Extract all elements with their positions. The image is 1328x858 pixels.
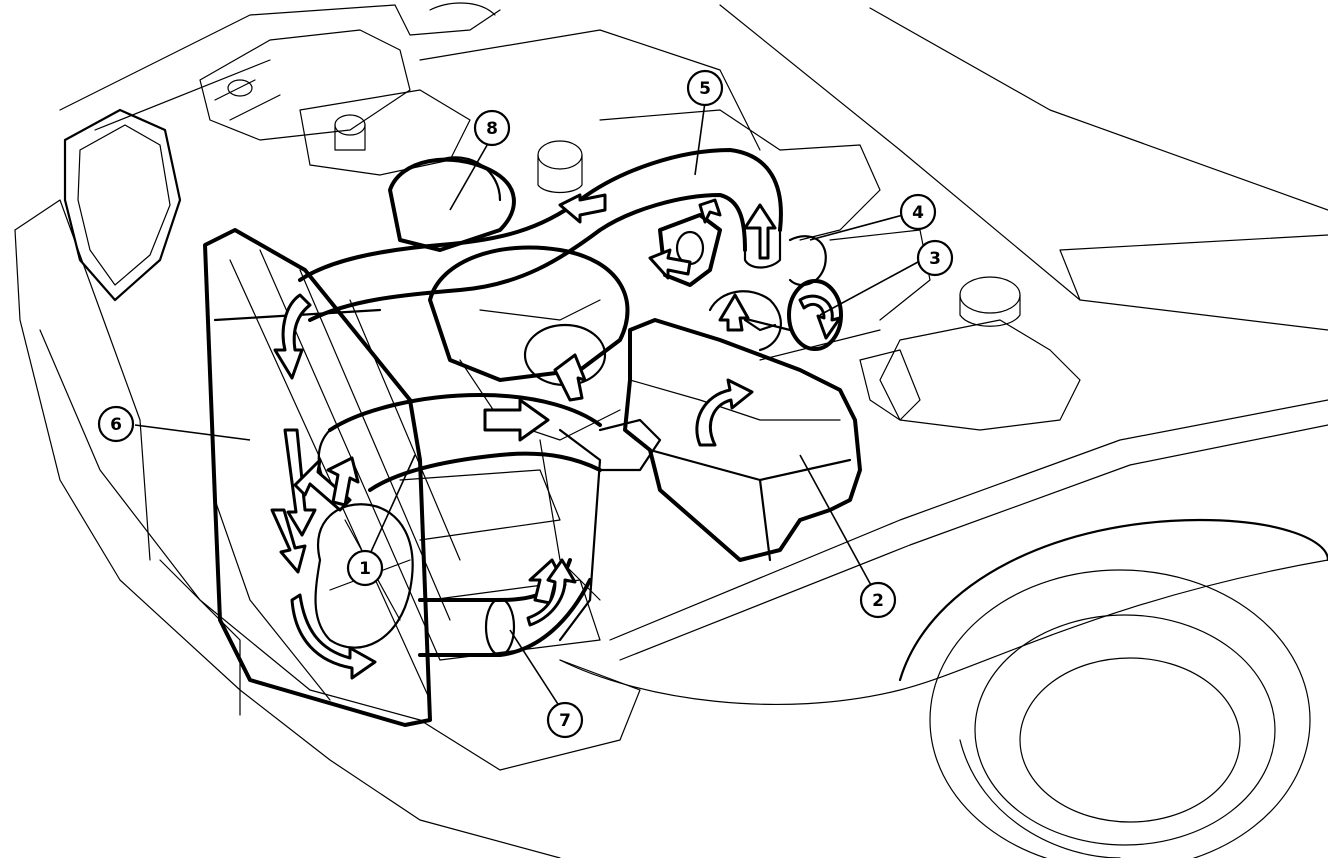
flow-arrow-radiator-top	[273, 293, 312, 380]
callout-6-label: 6	[110, 415, 122, 435]
callout-1: 1	[346, 549, 384, 587]
flow-arrow-engine-up	[553, 353, 587, 402]
callout-4-label: 4	[912, 203, 924, 223]
callout-1-label: 1	[359, 559, 371, 579]
flow-arrow-bottom-left	[290, 593, 377, 680]
callout-8: 8	[473, 109, 511, 147]
callouts: 1 2 3 4 5 6 7 8	[97, 69, 954, 739]
expansion-tank	[598, 318, 862, 562]
callout-7-label: 7	[559, 711, 571, 731]
callout-6: 6	[97, 405, 135, 443]
callout-5: 5	[686, 69, 724, 107]
callout-2-label: 2	[872, 591, 884, 611]
leader-8	[449, 139, 491, 211]
flow-arrows	[270, 193, 842, 680]
callout-5-label: 5	[699, 79, 711, 99]
engine-block	[388, 156, 630, 642]
callout-4: 4	[899, 193, 937, 231]
radiator	[203, 228, 601, 727]
leader-4	[809, 214, 904, 241]
callout-leaders	[134, 101, 919, 716]
callout-3-label: 3	[929, 249, 941, 269]
leader-2	[799, 454, 879, 599]
callout-7: 7	[546, 701, 584, 739]
flow-arrow-curve-3	[798, 294, 842, 340]
flow-arrow-tank-curve	[695, 378, 754, 447]
flow-arrow-upper-left	[558, 193, 607, 224]
flow-arrow-valve-left	[648, 248, 692, 280]
lower-hose	[317, 393, 602, 657]
flow-arrow-outlet-curve	[526, 558, 577, 627]
flow-arrow-lower-upleft-2	[326, 456, 360, 507]
flow-arrow-small-down	[698, 198, 722, 224]
upper-hose	[298, 148, 783, 322]
flow-arrow-lower-right	[483, 398, 550, 442]
flow-arrow-radiator-down-2	[270, 508, 307, 574]
callout-8-label: 8	[486, 119, 498, 139]
flow-arrow-tank-up	[718, 293, 750, 332]
leader-3	[819, 261, 919, 316]
callout-3: 3	[916, 239, 954, 277]
car-body-outline	[14, 2, 1328, 858]
callout-2: 2	[859, 581, 897, 619]
flow-arrow-up-right	[743, 203, 777, 260]
leader-1	[364, 454, 416, 566]
leader-6	[134, 424, 251, 441]
leader-5	[694, 101, 706, 176]
leader-7	[509, 629, 566, 716]
